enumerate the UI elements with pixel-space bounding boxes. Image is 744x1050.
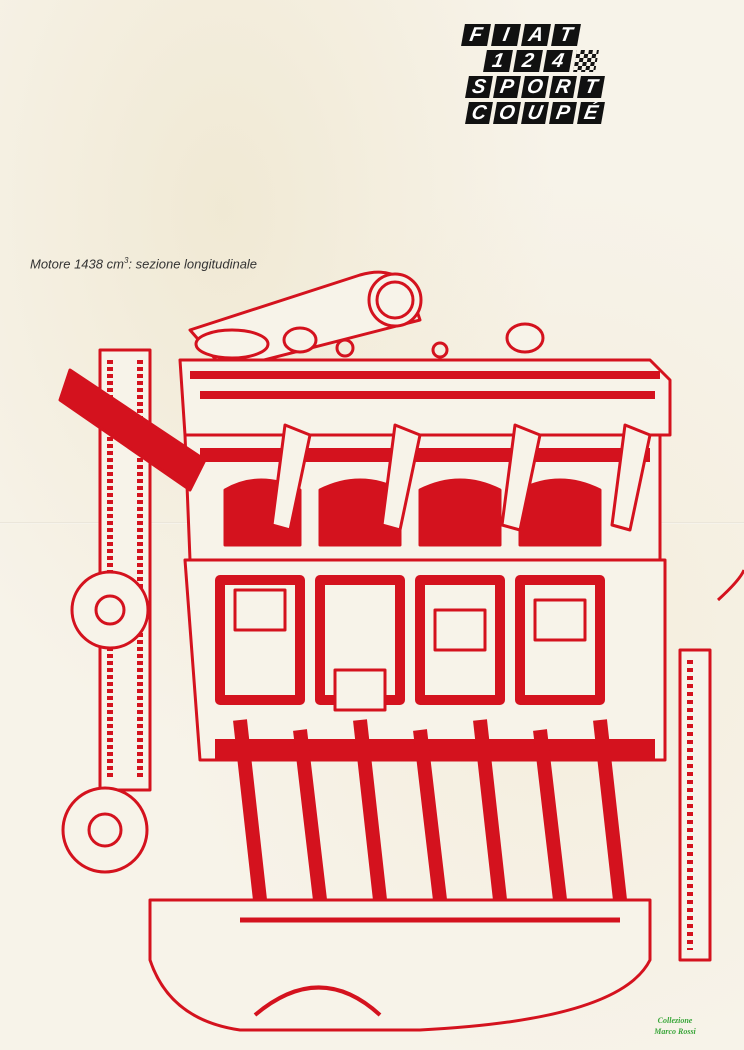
logo-letter: A bbox=[521, 24, 551, 46]
flywheel bbox=[678, 648, 712, 962]
logo-letter: 4 bbox=[543, 50, 573, 72]
stamp-line-2: Marco Rossi bbox=[654, 1027, 696, 1036]
logo-letter: U bbox=[521, 102, 549, 124]
piston bbox=[333, 668, 387, 712]
pulley bbox=[70, 570, 150, 650]
logo-row-124: 1 2 4 bbox=[463, 50, 603, 72]
logo-letter: 1 bbox=[483, 50, 513, 72]
checkered-flag-icon bbox=[573, 50, 599, 72]
logo-letter: F bbox=[461, 24, 491, 46]
spark-plug bbox=[380, 423, 422, 532]
spark-plug bbox=[270, 423, 312, 532]
pulley bbox=[61, 786, 149, 874]
spark-plug bbox=[610, 423, 652, 532]
logo-letter: É bbox=[577, 102, 605, 124]
logo-row-sport: S P O R T bbox=[463, 76, 605, 98]
figure-caption: Motore 1438 cm3: sezione longitudinale bbox=[30, 256, 257, 271]
logo-letter: I bbox=[491, 24, 521, 46]
logo-letter: T bbox=[551, 24, 581, 46]
piston bbox=[533, 598, 587, 642]
caption-text: Motore 1438 cm bbox=[30, 256, 124, 272]
collection-stamp: Collezione Marco Rossi bbox=[640, 1015, 710, 1037]
oil-sump bbox=[148, 898, 652, 1032]
logo-letter: 2 bbox=[513, 50, 543, 72]
logo-letter: P bbox=[549, 102, 577, 124]
logo-letter: O bbox=[493, 102, 521, 124]
piston bbox=[233, 588, 287, 632]
caption-superscript: 3 bbox=[123, 256, 129, 265]
logo-row-coupe: C O U P É bbox=[463, 102, 605, 124]
logo-row-fiat: F I A T bbox=[461, 24, 603, 46]
stamp-line-1: Collezione bbox=[657, 1016, 693, 1025]
caption-suffix: : sezione longitudinale bbox=[128, 256, 258, 272]
logo-letter: R bbox=[549, 76, 577, 98]
engine-cutaway-drawing bbox=[58, 270, 744, 1032]
logo-letter: T bbox=[577, 76, 605, 98]
logo-letter: P bbox=[493, 76, 521, 98]
spark-plug bbox=[500, 423, 542, 532]
fiat-124-sport-coupe-logo: F I A T 1 2 4 S P O R T C O U P É bbox=[461, 24, 605, 128]
logo-letter: C bbox=[465, 102, 493, 124]
piston bbox=[433, 608, 487, 652]
oil-cap bbox=[194, 328, 270, 360]
logo-letter: S bbox=[465, 76, 493, 98]
logo-letter: O bbox=[521, 76, 549, 98]
